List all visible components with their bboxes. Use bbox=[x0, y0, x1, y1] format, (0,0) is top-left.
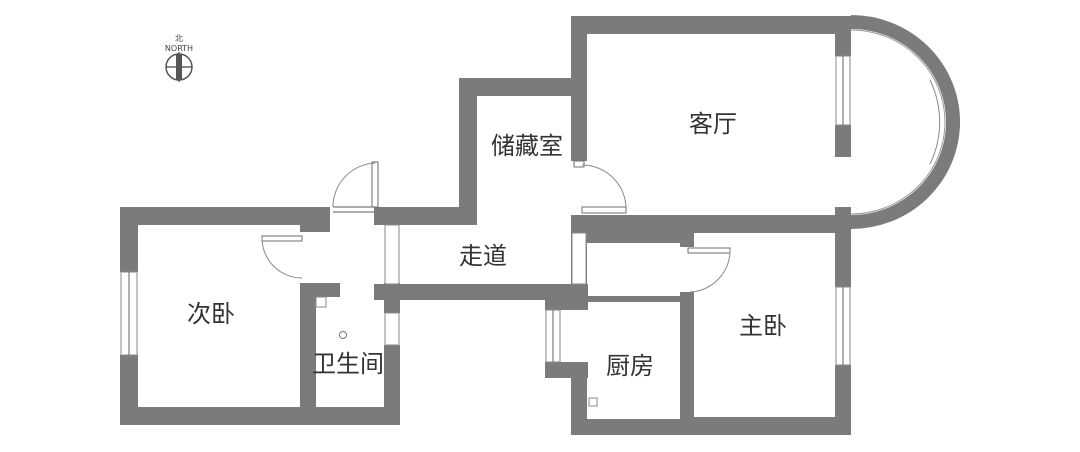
corridor-right-window bbox=[571, 232, 587, 285]
room-label-second-bedroom: 次卧 bbox=[187, 301, 235, 328]
kitchen-left-wall bbox=[571, 362, 587, 435]
corridor-left-window bbox=[384, 224, 400, 285]
bedroom2-top-wall bbox=[120, 207, 330, 225]
room-label-kitchen: 厨房 bbox=[606, 353, 654, 380]
bedroom2-left-top bbox=[120, 207, 138, 272]
doors bbox=[261, 160, 731, 407]
bedroom2-right-wall bbox=[300, 283, 316, 418]
living-right-wall-bottom bbox=[835, 125, 851, 157]
bay-window bbox=[850, 15, 960, 229]
living-right-wall-top bbox=[835, 16, 851, 56]
living-door-leaf bbox=[581, 206, 627, 214]
room-label-living-room: 客厅 bbox=[689, 111, 737, 138]
bedroom2-door-leaf bbox=[261, 235, 303, 242]
bathroom-top-stub bbox=[374, 207, 384, 225]
master-door-leaf bbox=[687, 247, 731, 254]
compass-needle-fill bbox=[176, 54, 182, 80]
corridor-top-wall bbox=[381, 207, 477, 225]
room-labels: 客厅 储藏室 走道 次卧 主卧 卫生间 厨房 bbox=[187, 111, 787, 380]
bathroom-drain bbox=[315, 296, 327, 308]
kitchen-fixture bbox=[588, 397, 598, 407]
room-label-master-bedroom: 主卧 bbox=[739, 313, 787, 340]
room-label-storage-room: 储藏室 bbox=[491, 133, 563, 160]
bathroom-window bbox=[384, 312, 400, 346]
bedroom2-top-stub bbox=[300, 218, 330, 232]
master-top-stub-left bbox=[587, 233, 692, 243]
bedroom2-bottom-wall bbox=[120, 407, 400, 425]
master-top-stub-door bbox=[680, 233, 694, 247]
master-right-wall-top bbox=[835, 207, 851, 287]
storage-door-leaf bbox=[573, 160, 585, 168]
master-door-swing bbox=[689, 249, 731, 293]
walls bbox=[120, 16, 851, 435]
living-bottom-wall bbox=[571, 215, 851, 233]
entrance-door-swing bbox=[332, 162, 376, 208]
storage-left-wall bbox=[459, 78, 477, 223]
storage-top-wall bbox=[459, 78, 587, 96]
master-bottom-wall bbox=[680, 417, 851, 435]
bedroom2-door-swing bbox=[261, 237, 303, 279]
bay-window-inner-line bbox=[850, 29, 946, 215]
windows bbox=[120, 55, 851, 366]
kitchen-top-right bbox=[588, 296, 688, 302]
compass-north-cn: 北 bbox=[175, 34, 183, 43]
kitchen-bottom-wall bbox=[571, 419, 691, 435]
master-left-wall bbox=[680, 292, 694, 435]
north-compass: 北 NORTH bbox=[165, 34, 193, 82]
living-top-wall bbox=[571, 16, 851, 34]
bay-window-outer bbox=[850, 15, 960, 229]
room-label-corridor: 走道 bbox=[459, 243, 507, 270]
bathroom-floor-drain bbox=[339, 331, 347, 339]
bathroom-right-wall-lower bbox=[384, 345, 400, 425]
storage-door-swing bbox=[581, 164, 627, 208]
corridor-bottom-wall bbox=[374, 284, 588, 300]
entrance-door-leaf bbox=[371, 161, 379, 208]
bathroom-top-wall bbox=[300, 283, 340, 297]
kitchen-left-top bbox=[545, 296, 588, 310]
room-label-bathroom: 卫生间 bbox=[312, 351, 384, 378]
bay-window-glass-line bbox=[929, 79, 941, 165]
compass-north-en: NORTH bbox=[165, 44, 193, 53]
